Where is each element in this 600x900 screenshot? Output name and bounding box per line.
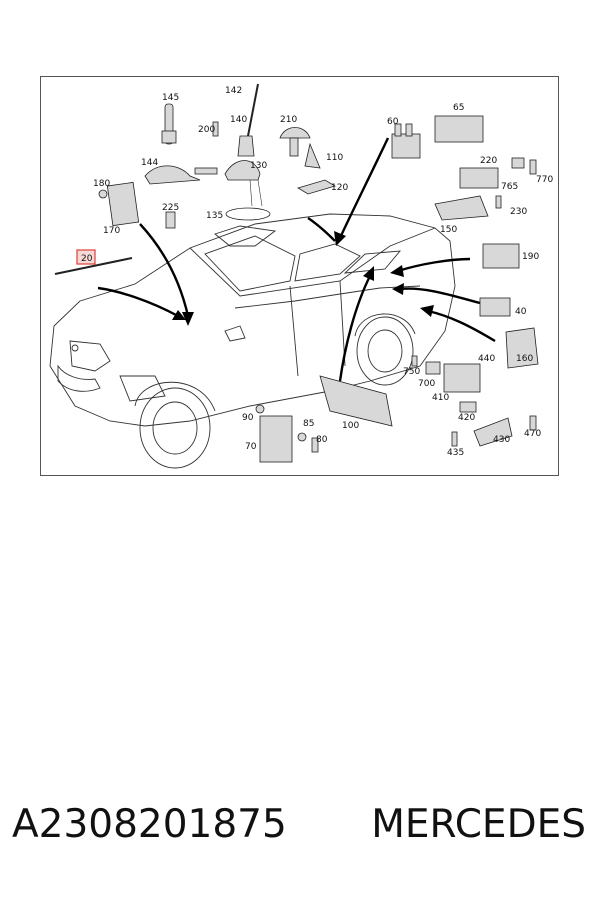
label-170: 170 [103,226,120,236]
brand-name: MERCEDES [371,802,586,847]
label-210: 210 [280,115,297,125]
label-85: 85 [303,419,314,429]
label-142: 142 [225,86,242,96]
label-70: 70 [245,442,257,452]
parts [54,83,539,463]
label-150: 150 [440,225,457,235]
label-144: 144 [141,158,158,168]
part-labels: 145 142 140 200 210 60 65 144 130 110 12… [76,86,553,458]
label-225: 225 [162,203,179,213]
label-65: 65 [453,103,464,113]
label-750: 750 [403,367,420,377]
label-120: 120 [331,183,348,193]
label-20: 20 [81,254,93,264]
label-60: 60 [387,117,399,127]
label-765: 765 [501,182,518,192]
label-40: 40 [515,307,527,317]
label-220: 220 [480,156,497,166]
label-420: 420 [458,413,475,423]
part-number: A2308201875 [12,802,287,847]
label-160: 160 [516,354,533,364]
label-700: 700 [418,379,435,389]
label-770: 770 [536,175,553,185]
label-200: 200 [198,125,215,135]
label-80: 80 [316,435,328,445]
footer: A2308201875 MERCEDES [0,802,600,862]
label-135: 135 [206,211,223,221]
label-470: 470 [524,429,541,439]
label-130: 130 [250,161,267,171]
label-435: 435 [447,448,464,458]
label-440: 440 [478,354,495,364]
label-140: 140 [230,115,247,125]
parts-diagram: 145 142 140 200 210 60 65 144 130 110 12… [49,83,553,469]
label-430: 430 [493,435,510,445]
label-90: 90 [242,413,254,423]
label-410: 410 [432,393,449,403]
label-230: 230 [510,207,527,217]
label-100: 100 [342,421,359,431]
arrows [97,137,496,382]
label-190: 190 [522,252,539,262]
car-illustration [49,213,456,469]
label-180: 180 [93,179,110,189]
highlighted-part-20[interactable]: 20 [76,249,96,265]
label-145: 145 [162,93,179,103]
label-110: 110 [326,153,343,163]
